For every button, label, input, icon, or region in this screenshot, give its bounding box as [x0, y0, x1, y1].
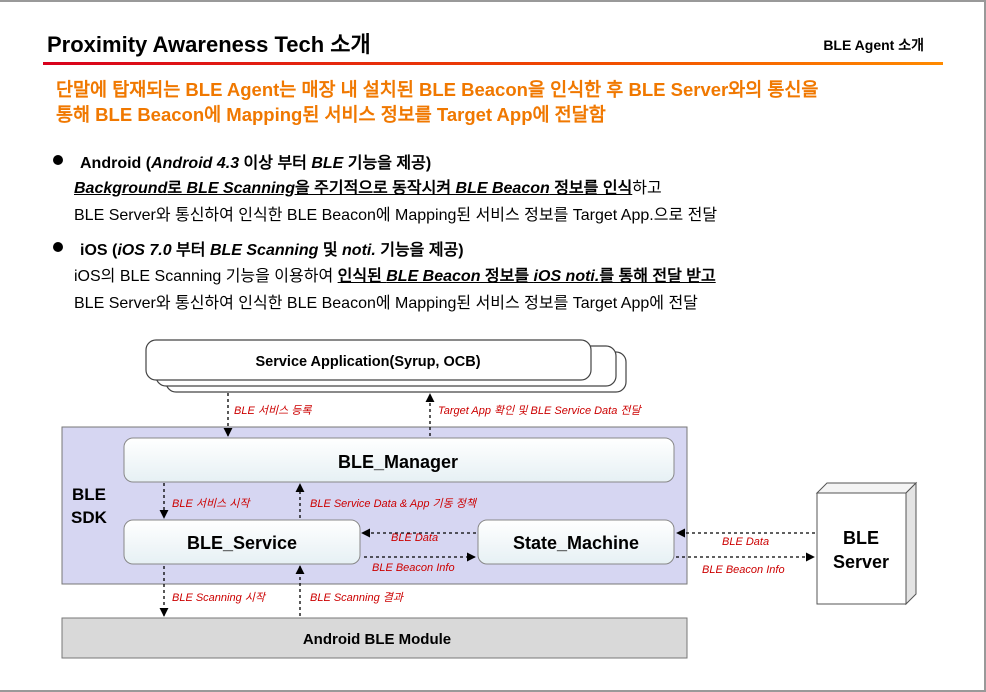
- state-machine-box: [477, 519, 675, 565]
- label-ble-data-server: BLE Data: [722, 536, 769, 548]
- label-scan-start: BLE Scanning 시작: [172, 591, 267, 604]
- frame-right-border: [984, 0, 986, 692]
- ios-heading: iOS (iOS 7.0 부터 BLE Scanning 및 noti. 기능을…: [80, 242, 464, 259]
- state-machine-label: State_Machine: [513, 533, 639, 553]
- label-target-app: Target App 확인 및 BLE Service Data 전달: [438, 404, 643, 417]
- android-ble-module-label: Android BLE Module: [303, 631, 451, 648]
- ble-sdk-label-line-2: SDK: [71, 508, 108, 527]
- ble-sdk-label-line-1: BLE: [72, 485, 106, 504]
- android-ble-module-box: [61, 617, 688, 659]
- ble-service-label: BLE_Service: [187, 533, 297, 553]
- ble-service-box: [123, 519, 361, 565]
- ios-line-2: BLE Server와 통신하여 인식한 BLE Beacon에 Mapping…: [74, 295, 698, 312]
- ble-manager-label: BLE_Manager: [338, 452, 458, 472]
- label-ble-data-internal: BLE Data: [391, 532, 438, 544]
- android-line-1: Background로 BLE Scanning을 주기적으로 동작시켜 BLE…: [74, 180, 662, 197]
- headline-line-2: 통해 BLE Beacon에 Mapping된 서비스 정보를 Target A…: [56, 104, 606, 125]
- label-scan-result: BLE Scanning 결과: [310, 591, 404, 604]
- android-line-2: BLE Server와 통신하여 인식한 BLE Beacon에 Mapping…: [74, 207, 718, 224]
- ble-server-side-face: [905, 481, 917, 606]
- service-app-label: Service Application(Syrup, OCB): [255, 354, 480, 370]
- title-divider: [43, 62, 943, 65]
- label-service-start: BLE 서비스 시작: [172, 497, 251, 510]
- ble-server-top-face: [815, 482, 918, 494]
- label-register: BLE 서비스 등록: [234, 404, 312, 417]
- ble-server-box: [816, 492, 907, 605]
- label-policy: BLE Service Data & App 기동 정책: [310, 497, 478, 510]
- page-title: Proximity Awareness Tech 소개: [47, 32, 371, 57]
- headline-line-1: 단말에 탑재되는 BLE Agent는 매장 내 설치된 BLE Beacon을…: [56, 79, 819, 100]
- ble-server-label-line-2: Server: [833, 552, 889, 572]
- label-beacon-info-server: BLE Beacon Info: [702, 564, 785, 576]
- ios-line-1: iOS의 BLE Scanning 기능을 이용하여 인식된 BLE Beaco…: [74, 268, 716, 285]
- section-tag: BLE Agent 소개: [823, 37, 924, 53]
- label-beacon-info-internal: BLE Beacon Info: [372, 562, 455, 574]
- frame-top-border: [0, 0, 986, 2]
- frame-bottom-border: [0, 690, 986, 692]
- android-heading: Android (Android 4.3 이상 부터 BLE 기능을 제공): [80, 155, 432, 172]
- bullet-android: [53, 155, 63, 165]
- ble-server-label-line-1: BLE: [843, 528, 879, 548]
- service-app-box: [145, 339, 592, 381]
- ble-manager-box: [123, 437, 675, 483]
- bullet-ios: [53, 242, 63, 252]
